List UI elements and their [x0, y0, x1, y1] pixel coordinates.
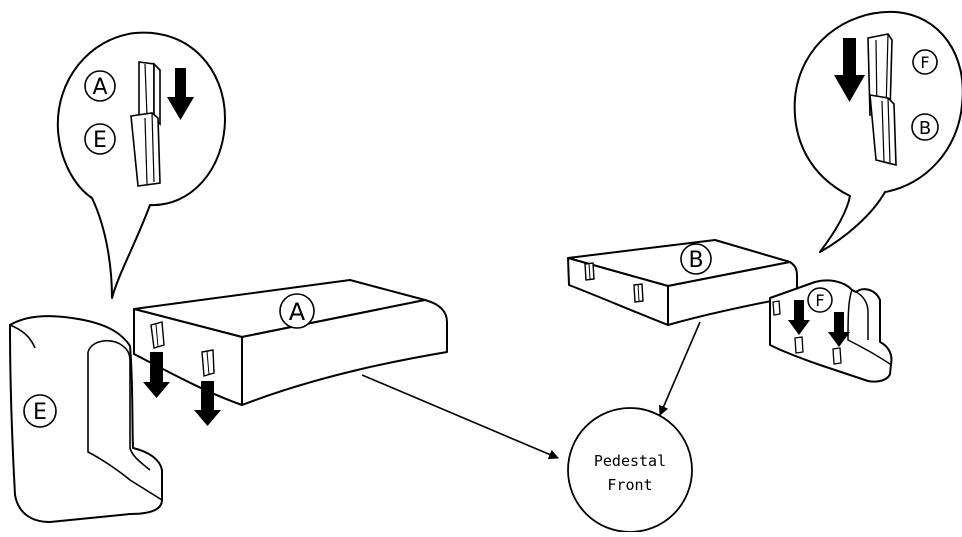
bracket-slot	[150, 321, 165, 349]
bracket-slot	[794, 336, 804, 354]
panel-e-label: E	[33, 400, 47, 425]
arrow-down-icon	[828, 312, 850, 347]
label-badge-b	[680, 243, 712, 275]
detail-callout-left: A E	[56, 31, 226, 299]
pedestal-label-line1: Pedestal	[594, 452, 666, 470]
callout-left-label-a: A	[92, 75, 107, 100]
seat-box-b: B	[567, 239, 798, 326]
panel-f-label: F	[815, 291, 824, 310]
bracket-slot	[832, 347, 842, 365]
seat-a-label: A	[289, 298, 306, 326]
label-badge-e	[23, 394, 57, 428]
arrow-down-icon	[143, 352, 170, 398]
callout-right-label-f: F	[920, 53, 929, 72]
callout-left-label-e: E	[93, 128, 107, 153]
pedestal-front: Pedestal Front	[567, 407, 693, 533]
bracket-part-e	[130, 112, 161, 187]
bracket-slot	[772, 300, 781, 316]
side-panel-f: F	[769, 279, 893, 383]
arrow-down-icon	[788, 300, 810, 335]
arrow-down-icon	[194, 381, 221, 426]
label-badge-e	[84, 123, 116, 155]
pedestal-label-line2: Front	[607, 476, 652, 494]
pointer-arrow-b-to-pedestal	[658, 321, 701, 416]
label-badge-a	[84, 70, 116, 102]
callout-right-label-b: B	[919, 118, 931, 139]
seat-box-a: A	[133, 279, 448, 406]
seat-b-label: B	[688, 248, 703, 273]
detail-callout-right: F B	[793, 10, 962, 253]
label-badge-f	[912, 49, 938, 75]
arrow-down-icon	[834, 38, 865, 102]
pointer-arrow-a-to-pedestal	[361, 374, 559, 460]
side-panel-e: E	[9, 315, 163, 523]
bracket-part-b	[869, 94, 897, 167]
label-badge-a	[279, 293, 315, 329]
label-badge-b	[911, 113, 939, 141]
label-badge-f	[807, 287, 833, 313]
arrow-down-icon	[167, 68, 194, 120]
